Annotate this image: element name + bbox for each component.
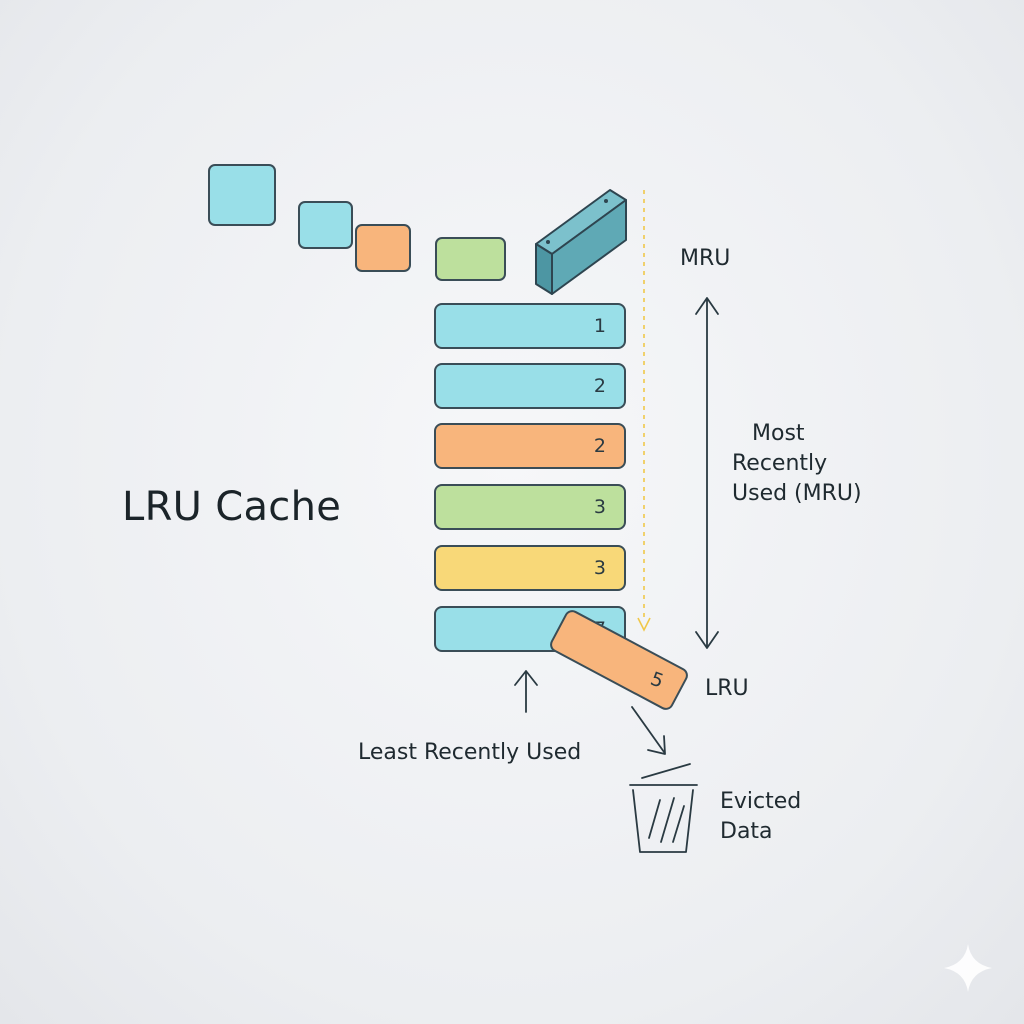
mru-lru-range-arrow (695, 297, 719, 649)
cache-row-label: 2 (593, 435, 606, 457)
cache-row-5: 3 (434, 545, 626, 591)
evicted-data-label: Evicted Data (720, 787, 801, 847)
lru-label: LRU (705, 676, 749, 701)
cache-row-1: 1 (434, 303, 626, 349)
mru-label-line-1: Most (752, 421, 805, 446)
incoming-block-green (435, 237, 506, 281)
cache-row-label: 3 (593, 557, 606, 579)
evicted-label-line-2: Data (720, 819, 773, 844)
lru-pointer-arrow (514, 670, 538, 713)
mru-label-line-2: Recently (732, 451, 828, 476)
cache-row-4: 3 (434, 484, 626, 530)
most-recently-used-label: Most Recently Used (MRU) (732, 419, 862, 509)
cache-row-label: 3 (593, 496, 606, 518)
incoming-block-blue (298, 201, 353, 249)
incoming-block-large-blue (208, 164, 276, 226)
cache-row-3: 2 (434, 423, 626, 469)
diagram-title: LRU Cache (122, 484, 342, 530)
mru-label-line-3: Used (MRU) (732, 481, 862, 506)
cache-row-2: 2 (434, 363, 626, 409)
cache-row-label: 2 (593, 375, 606, 397)
least-recently-used-label: Least Recently Used (358, 740, 582, 765)
evicted-label-line-1: Evicted (720, 789, 802, 814)
eviction-arrow (631, 706, 666, 755)
mru-label: MRU (680, 246, 731, 271)
cache-row-label: 1 (593, 315, 606, 337)
incoming-block-orange (355, 224, 411, 272)
